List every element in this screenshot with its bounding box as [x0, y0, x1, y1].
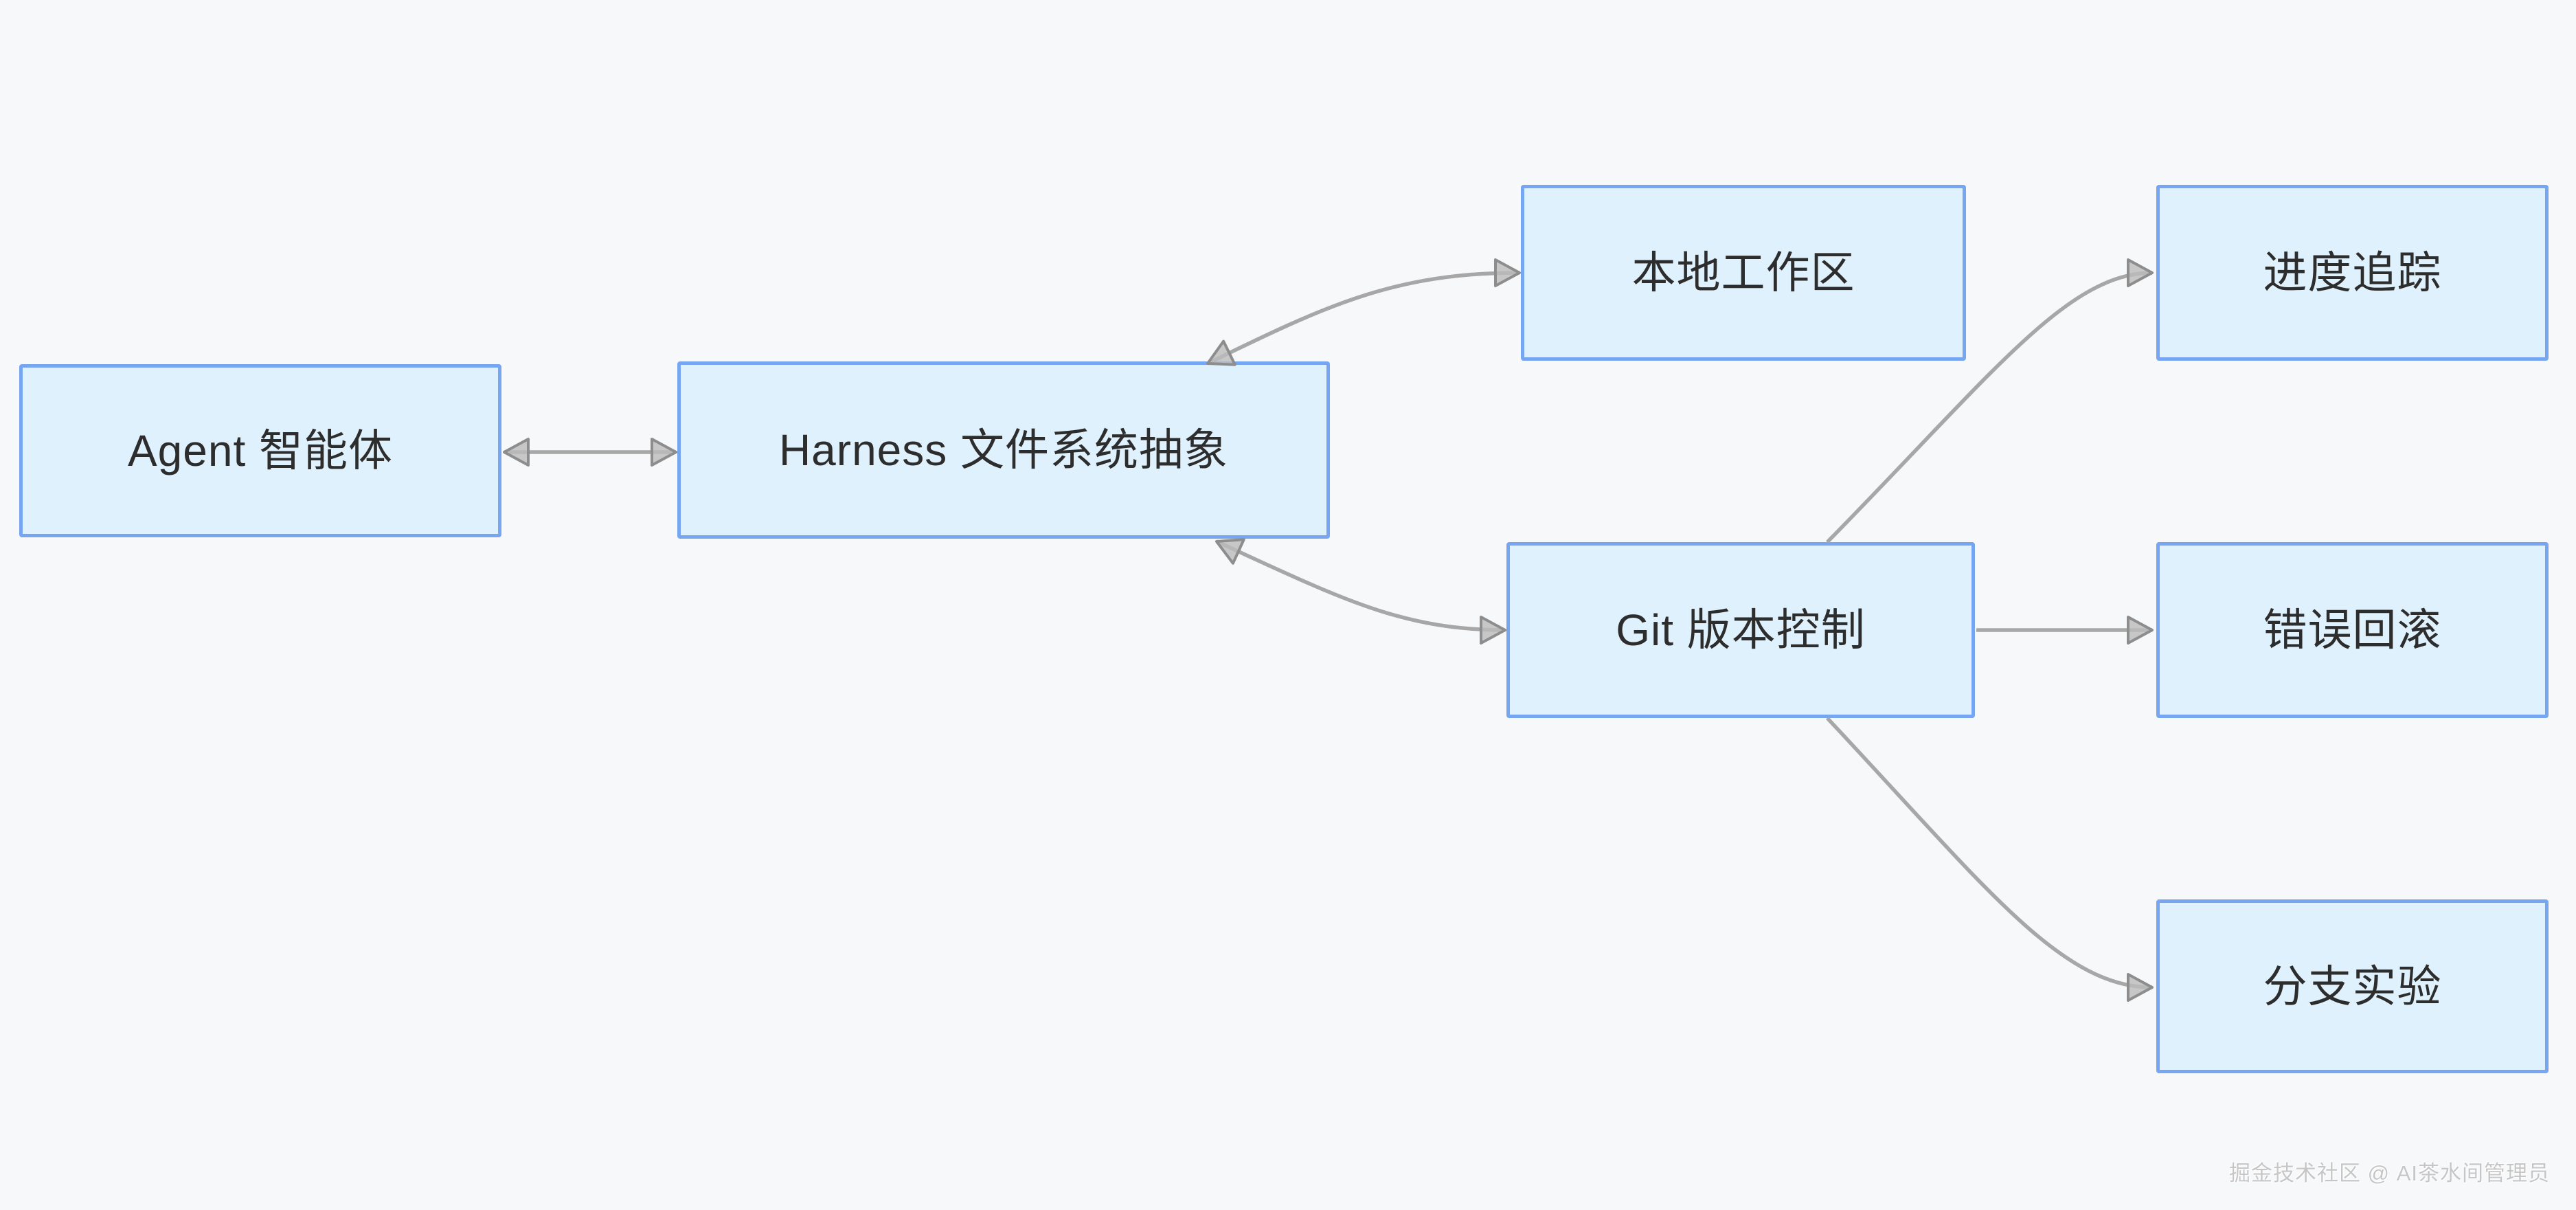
edge-git-to-branch — [1825, 717, 2154, 1002]
node-branch: 分支实验 — [2156, 899, 2549, 1073]
node-label-git: Git 版本控制 — [1616, 605, 1866, 655]
edge-harness-to-workspace — [1206, 258, 1521, 366]
node-label-branch: 分支实验 — [2263, 961, 2442, 1011]
node-label-harness: Harness 文件系统抽象 — [778, 425, 1229, 475]
node-label-workspace: 本地工作区 — [1631, 248, 1855, 298]
node-workspace: 本地工作区 — [1521, 185, 1966, 361]
node-rollback: 错误回滚 — [2156, 542, 2549, 718]
node-progress: 进度追踪 — [2156, 185, 2549, 361]
node-label-rollback: 错误回滚 — [2263, 605, 2442, 655]
node-label-agent: Agent 智能体 — [127, 426, 394, 475]
node-harness: Harness 文件系统抽象 — [677, 361, 1330, 539]
node-agent: Agent 智能体 — [19, 364, 501, 537]
node-git: Git 版本控制 — [1506, 542, 1975, 718]
watermark-text: 掘金技术社区 @ AI茶水间管理员 — [2229, 1161, 2550, 1185]
edge-harness-to-git — [1215, 538, 1506, 645]
node-label-progress: 进度追踪 — [2263, 248, 2442, 298]
